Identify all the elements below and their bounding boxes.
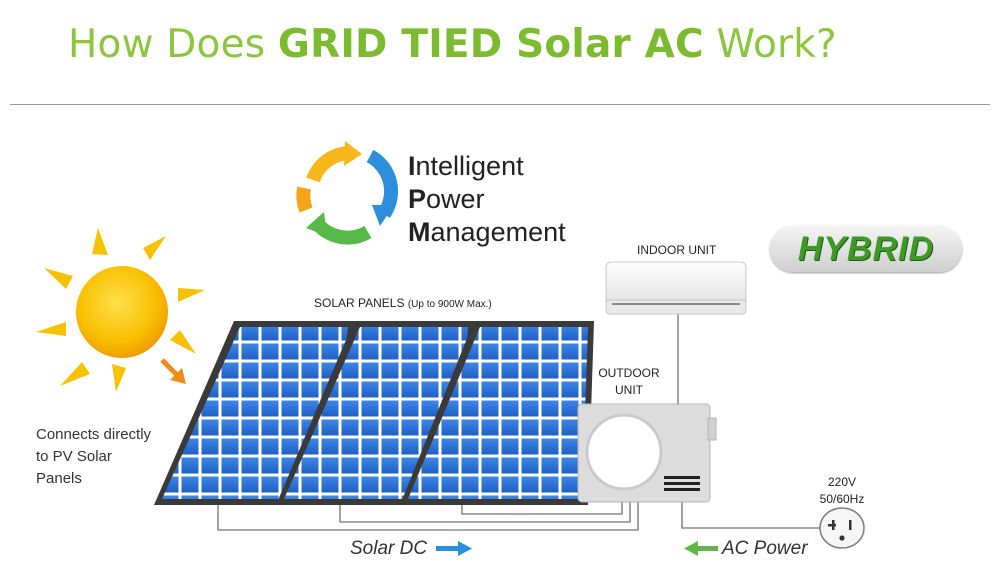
- sun-ray-arrow-icon: [160, 358, 186, 384]
- ipm-line3-rest: anagement: [430, 217, 566, 247]
- outlet-voltage: 220V: [827, 475, 857, 489]
- page-title: How Does GRID TIED Solar AC Work?: [68, 22, 837, 67]
- outlet-rating-label: 220V 50/60Hz: [812, 474, 872, 508]
- title-divider: [10, 104, 990, 105]
- solar-panel-array: [154, 321, 594, 505]
- dc-wiring: [217, 500, 639, 531]
- ipm-line2-rest: ower: [426, 184, 485, 214]
- hybrid-badge-text: HYBRID: [797, 230, 935, 268]
- solar-panels-title: SOLAR PANELS: [314, 296, 405, 310]
- connects-note-line3: Panels: [36, 470, 82, 487]
- outdoor-unit-line2: UNIT: [615, 383, 643, 397]
- sun-icon: [36, 228, 205, 392]
- hybrid-badge: HYBRID: [770, 226, 962, 272]
- ac-power-label: AC Power: [722, 538, 808, 559]
- vent-grille-icon: [664, 476, 700, 491]
- connects-note: Connects directly to PV Solar Panels: [36, 424, 151, 490]
- solar-dc-label: Solar DC: [350, 538, 428, 559]
- solar-panels-note: (Up to 900W Max.): [407, 299, 492, 310]
- outdoor-unit: [577, 403, 717, 503]
- title-suffix: Work?: [703, 22, 837, 67]
- power-outlet-icon: [819, 507, 865, 549]
- title-bold: GRID TIED Solar AC: [277, 22, 704, 67]
- indoor-unit-label: INDOOR UNIT: [637, 243, 717, 257]
- ipm-label: Intelligent Power Management: [408, 150, 566, 249]
- connects-note-line1: Connects directly: [36, 426, 152, 443]
- connects-note-line2: to PV Solar: [36, 448, 112, 465]
- solar-panels-label: SOLAR PANELS (Up to 900W Max.): [314, 296, 492, 310]
- solar-panel: [400, 321, 594, 505]
- ipm-cycle-icon: [296, 141, 399, 245]
- solar-dc-arrow-icon: [436, 541, 472, 556]
- title-prefix: How Does: [68, 22, 278, 67]
- ac-wiring: [677, 314, 822, 529]
- ipm-line2-cap: P: [408, 184, 427, 214]
- indoor-unit: [605, 261, 747, 315]
- outdoor-unit-line1: OUTDOOR: [598, 366, 660, 380]
- ac-power-arrow-icon: [684, 541, 718, 556]
- outlet-frequency: 50/60Hz: [819, 492, 865, 506]
- outdoor-unit-label: OUTDOOR UNIT: [598, 365, 660, 399]
- ipm-line3-cap: M: [408, 217, 431, 247]
- ipm-line1-cap: I: [408, 151, 416, 181]
- ipm-line1-rest: ntelligent: [415, 151, 524, 181]
